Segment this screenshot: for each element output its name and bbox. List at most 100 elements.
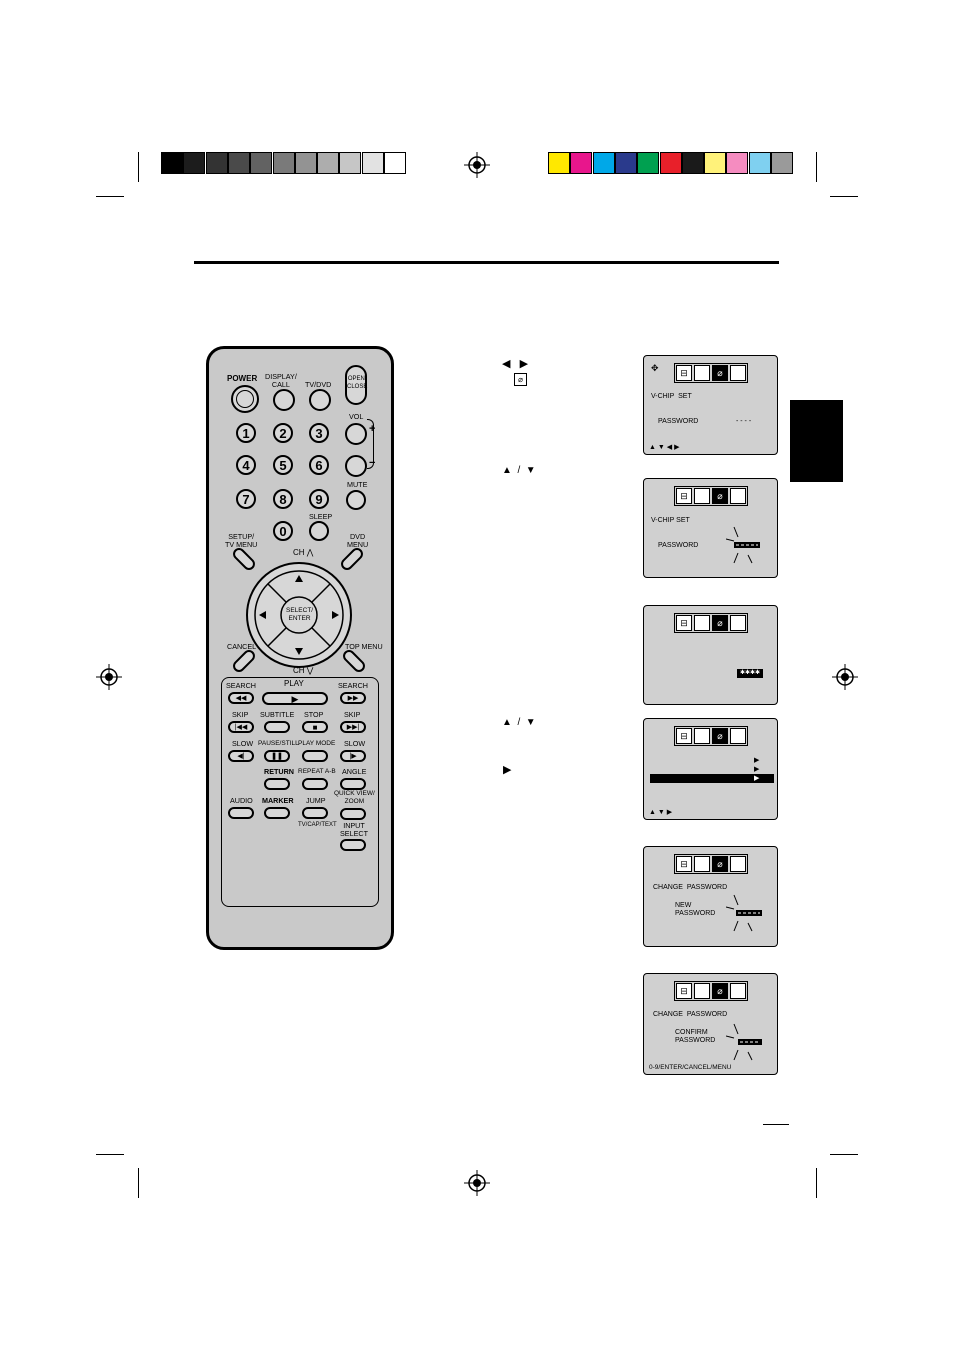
password-value: - - - - (736, 418, 752, 425)
marker-button[interactable] (264, 807, 290, 819)
display-call-button[interactable] (273, 389, 295, 411)
search-forward-button[interactable]: ▶▶ (340, 692, 366, 704)
menu-icon-row: ⊟ ⌀ (674, 854, 748, 874)
registration-mark-icon (464, 1170, 490, 1196)
color-swatch (748, 152, 771, 174)
nav-hint: ▲ ▼ ▶ (649, 809, 673, 816)
lower-button-panel: SEARCH ◀◀ PLAY ▶ SEARCH ▶▶ SKIP |◀◀ SUBT… (221, 677, 379, 907)
number-5-button[interactable]: 5 (273, 455, 293, 475)
skip-back-button[interactable]: |◀◀ (228, 721, 254, 733)
slow-forward-label: SLOW (344, 739, 366, 748)
gray-swatch (339, 152, 362, 174)
screen-menu-icon (730, 728, 746, 744)
setup-menu-icon (694, 983, 710, 999)
sleep-button[interactable] (309, 521, 329, 541)
power-button[interactable] (231, 385, 259, 413)
search-back-button[interactable]: ◀◀ (228, 692, 254, 704)
number-7-button[interactable]: 7 (236, 489, 256, 509)
menu-icon-row: ⊟ ⌀ (674, 726, 748, 746)
number-0-button[interactable]: 0 (273, 521, 293, 541)
angle-button[interactable] (340, 778, 366, 790)
picture-menu-icon: ⊟ (676, 856, 692, 872)
vol-plus-label: + (369, 423, 376, 435)
picture-menu-icon: ⊟ (676, 728, 692, 744)
slow-forward-button[interactable]: |▶ (340, 750, 366, 762)
open-close-button[interactable] (345, 365, 367, 405)
picture-menu-icon: ⊟ (676, 488, 692, 504)
color-swatch (592, 152, 615, 174)
gray-swatch (227, 152, 250, 174)
row-arrow-icon: ▶ (754, 775, 760, 782)
play-button[interactable]: ▶ (262, 692, 328, 705)
tv-cap-text-label: TV/CAP/TEXT (298, 822, 337, 828)
vol-down-button[interactable] (345, 455, 367, 477)
subtitle-label: SUBTITLE (260, 710, 295, 719)
crop-mark (138, 1168, 139, 1198)
number-9-button[interactable]: 9 (309, 489, 329, 509)
screen-title: CHANGE PASSWORD (653, 1011, 728, 1018)
top-menu-button[interactable] (340, 647, 368, 675)
jump-button[interactable] (302, 807, 328, 819)
picture-menu-icon: ⊟ (676, 365, 692, 381)
registration-mark-icon (96, 664, 122, 690)
slow-back-label: SLOW (232, 739, 254, 748)
remote-control: POWER DISPLAY/ CALL TV/DVD OPEN/ CLOSE V… (206, 346, 394, 950)
password-label: PASSWORD (658, 418, 699, 425)
color-swatch (659, 152, 682, 174)
subtitle-button[interactable] (264, 721, 290, 733)
registration-mark-icon (464, 152, 490, 178)
osd-screen-3: ⊟ ⌀ ✱✱✱✱ (643, 605, 778, 705)
vol-up-button[interactable] (345, 423, 367, 445)
number-4-button[interactable]: 4 (236, 455, 256, 475)
menu-icon-row: ⊟ ⌀ (674, 363, 748, 383)
step1-arrows: ◀ ▶ (502, 358, 529, 370)
power-label: POWER (227, 374, 258, 383)
number-1-button[interactable]: 1 (236, 423, 256, 443)
quick-view-zoom-button[interactable] (340, 808, 366, 820)
screen-menu-icon (730, 365, 746, 381)
number-6-button[interactable]: 6 (309, 455, 329, 475)
pause-still-label: PAUSE/STILL (258, 740, 299, 747)
gray-swatch (272, 152, 295, 174)
osd-screen-4: ⊟ ⌀ ▶ ▶ ▶ ▲ ▼ ▶ (643, 718, 778, 820)
mute-label: MUTE (347, 480, 368, 489)
header-rule (194, 261, 779, 264)
audio-button[interactable] (228, 807, 254, 819)
crop-mark (96, 196, 124, 197)
play-mode-label: PLAY MODE (298, 740, 336, 747)
stop-button[interactable]: ■ (302, 721, 328, 733)
setup-menu-icon (694, 856, 710, 872)
navigation-ring[interactable] (245, 561, 353, 669)
number-3-button[interactable]: 3 (309, 423, 329, 443)
crop-mark (830, 196, 858, 197)
number-2-button[interactable]: 2 (273, 423, 293, 443)
return-button[interactable] (264, 778, 290, 790)
pause-still-button[interactable]: ❚❚ (264, 750, 290, 762)
sleep-label: SLEEP (309, 512, 333, 521)
color-swatch (771, 152, 793, 174)
return-label: RETURN (264, 767, 294, 776)
skip-forward-button[interactable]: ▶▶| (340, 721, 366, 733)
tv-dvd-button[interactable] (309, 389, 331, 411)
display-call-label: DISPLAY/ CALL (265, 372, 297, 389)
input-select-button[interactable] (340, 839, 366, 851)
mute-button[interactable] (346, 490, 366, 510)
marker-label: MARKER (262, 796, 294, 805)
setup-menu-icon (694, 728, 710, 744)
slow-back-button[interactable]: ◀| (228, 750, 254, 762)
jump-label: JUMP (306, 796, 326, 805)
ch-up-label: CH ⋀ (293, 548, 314, 557)
repeat-ab-button[interactable] (302, 778, 328, 790)
section-tab (790, 400, 843, 482)
new-password-label: NEW PASSWORD (675, 902, 716, 917)
key-hint: 0-9/ENTER/CANCEL/MENU (649, 1064, 732, 1071)
play-mode-button[interactable] (302, 750, 328, 762)
screen-menu-icon (730, 983, 746, 999)
menu-icon-row: ⊟ ⌀ (674, 981, 748, 1001)
open-close-label: OPEN/ CLOSE (347, 376, 368, 390)
vchip-menu-icon: ⌀ (712, 856, 728, 872)
osd-screen-5: ⊟ ⌀ CHANGE PASSWORD NEW PASSWORD (643, 846, 778, 947)
number-8-button[interactable]: 8 (273, 489, 293, 509)
gray-swatch (294, 152, 317, 174)
vchip-menu-icon: ⌀ (712, 365, 728, 381)
